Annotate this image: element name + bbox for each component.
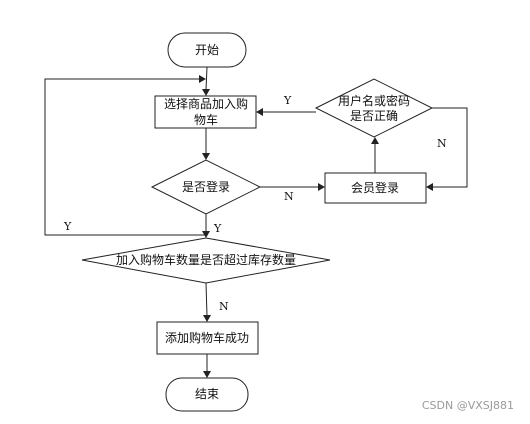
edge-qty-yes-loop-to-select <box>44 75 206 236</box>
edge-start-to-select <box>202 66 210 96</box>
edge-member-login-to-credentials <box>371 137 379 173</box>
login-yes-label: Y <box>213 222 222 235</box>
login-no-label: N <box>284 190 294 203</box>
edge-login-yes-to-qty-check <box>202 214 210 238</box>
qty-check-label: 加入购物车数量是否超过库存数量 <box>116 252 296 267</box>
qty-check-decision: 加入购物车数量是否超过库存数量 <box>81 237 331 284</box>
start-node: 开始 <box>167 32 247 68</box>
edge-login-no-to-member-login <box>260 183 325 191</box>
is-logged-in-decision: 是否登录 <box>150 159 262 215</box>
qty-yes-label: Y <box>63 220 72 233</box>
edge-add-success-to-end <box>203 354 211 378</box>
add-success-label: 添加购物车成功 <box>165 330 249 345</box>
start-label: 开始 <box>195 43 219 57</box>
edge-qty-no-to-add-success <box>203 282 211 322</box>
select-item-label-line1: 选择商品加入购 <box>164 96 248 111</box>
credentials-ok-label-line1: 用户名或密码 <box>338 93 410 108</box>
select-item-node: 选择商品加入购 物车 <box>154 95 257 129</box>
credentials-no-label: N <box>437 137 447 150</box>
select-item-label-line2: 物车 <box>194 112 218 127</box>
end-node: 结束 <box>165 377 249 412</box>
edge-credentials-no-to-member-login <box>426 107 468 191</box>
add-success-node: 添加购物车成功 <box>156 321 259 355</box>
credentials-ok-label-line2: 是否正确 <box>350 109 398 123</box>
is-logged-in-label: 是否登录 <box>182 179 230 194</box>
edge-select-to-login-check <box>202 128 210 160</box>
qty-no-label: N <box>219 300 229 313</box>
member-login-node: 会员登录 <box>324 172 427 204</box>
member-login-label: 会员登录 <box>351 180 399 195</box>
credentials-ok-decision: 用户名或密码 是否正确 <box>314 78 434 138</box>
credentials-yes-label: Y <box>283 94 292 107</box>
edge-credentials-yes-to-select <box>256 108 316 116</box>
watermark: CSDN @VXSJ881 <box>421 399 514 412</box>
end-label: 结束 <box>195 387 219 401</box>
